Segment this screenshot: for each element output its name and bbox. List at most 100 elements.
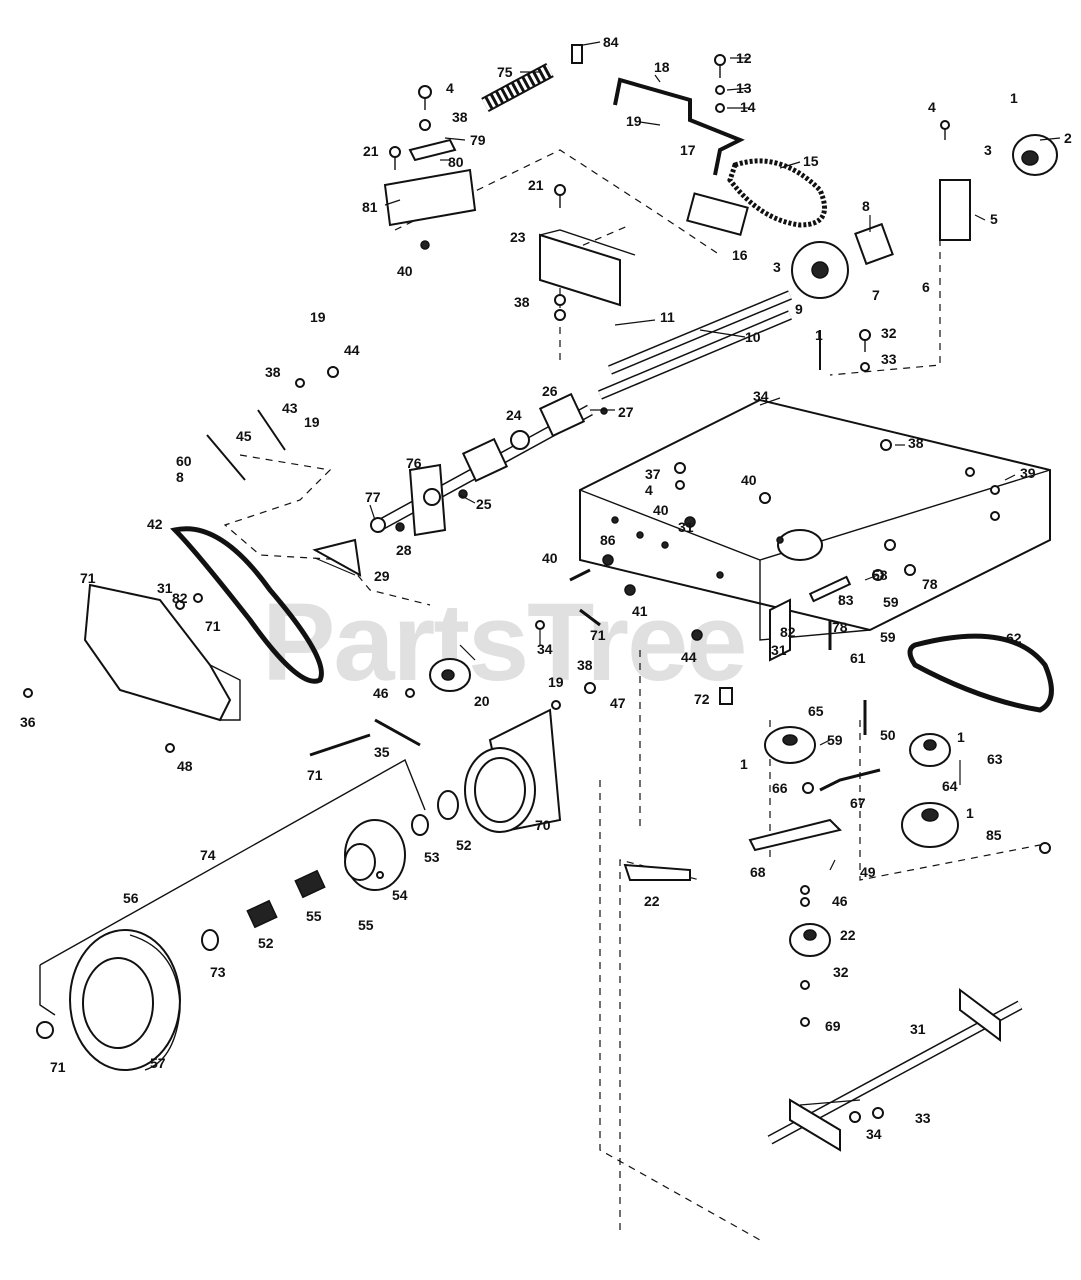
callout-label: 85 <box>986 827 1002 843</box>
callout-label: 79 <box>470 132 486 148</box>
callout-label: 75 <box>497 64 513 80</box>
callout-label: 38 <box>452 109 468 125</box>
callout-label: 71 <box>50 1059 66 1075</box>
callout-label: 64 <box>942 778 958 794</box>
belt-28 <box>170 526 324 684</box>
callout-label: 19 <box>310 309 326 325</box>
callout-label: 29 <box>374 568 390 584</box>
callout-label: 31 <box>771 642 787 658</box>
callout-label: 42 <box>147 516 163 532</box>
callout-label: 31 <box>678 519 694 535</box>
callout-label: 38 <box>265 364 281 380</box>
callout-label: 43 <box>282 400 298 416</box>
middle-shaft <box>312 392 593 577</box>
callout-label: 16 <box>732 247 748 263</box>
callout-label: 7 <box>872 287 880 303</box>
callout-label: 6 <box>922 279 930 295</box>
callout-label: 72 <box>694 691 710 707</box>
callout-label: 66 <box>772 780 788 796</box>
linkage-67 <box>623 768 881 881</box>
callout-label: 1 <box>966 805 974 821</box>
callout-label: 1 <box>1010 90 1018 106</box>
shift-lever <box>613 77 749 236</box>
callout-label: 1 <box>815 327 823 343</box>
callout-label: 52 <box>258 935 274 951</box>
callout-label: 38 <box>908 435 924 451</box>
wheel-hub-53 <box>344 790 459 891</box>
callout-label: 82 <box>780 624 796 640</box>
callout-label: 1 <box>740 756 748 772</box>
callout-label: 78 <box>922 576 938 592</box>
pulley-64 <box>901 802 959 848</box>
callout-label: 19 <box>548 674 564 690</box>
callout-label: 53 <box>424 849 440 865</box>
callout-label: 61 <box>850 650 866 666</box>
callout-label: 20 <box>474 693 490 709</box>
callout-label: 77 <box>365 489 381 505</box>
callout-label: 83 <box>838 592 854 608</box>
callout-label: 2 <box>1064 130 1072 146</box>
callout-label: 71 <box>307 767 323 783</box>
callout-label: 34 <box>537 641 553 657</box>
callout-label: 74 <box>200 847 216 863</box>
callout-label: 22 <box>644 893 660 909</box>
callout-label: 12 <box>736 50 752 66</box>
pulley-62 <box>909 733 951 767</box>
callout-label: 81 <box>362 199 378 215</box>
pulley-65 <box>764 726 816 764</box>
callout-label: 59 <box>880 629 896 645</box>
callout-label: 40 <box>653 502 669 518</box>
callout-label: 19 <box>626 113 642 129</box>
callout-label: 49 <box>860 864 876 880</box>
callout-label: 22 <box>840 927 856 943</box>
callout-label: 80 <box>448 154 464 170</box>
callout-label: 40 <box>741 472 757 488</box>
callout-label: 10 <box>745 329 761 345</box>
guard-23 <box>539 229 636 307</box>
callout-label: 18 <box>654 59 670 75</box>
callout-label: 78 <box>832 619 848 635</box>
leader-lines <box>314 41 1061 1106</box>
callout-label: 31 <box>157 580 173 596</box>
callout-label: 37 <box>645 466 661 482</box>
callout-label: 23 <box>510 229 526 245</box>
callout-label: 71 <box>205 618 221 634</box>
callout-label: 39 <box>1020 465 1036 481</box>
callout-label: 47 <box>610 695 626 711</box>
wheel-housing-50 <box>464 708 562 833</box>
callout-label: 38 <box>514 294 530 310</box>
callout-label: 69 <box>825 1018 841 1034</box>
callout-label: 36 <box>20 714 36 730</box>
main-frame <box>579 398 1051 641</box>
wheel-group-bracket-73 <box>39 758 426 1016</box>
callout-label: 62 <box>1006 630 1022 646</box>
callout-label: 35 <box>374 744 390 760</box>
callout-label: 1 <box>957 729 965 745</box>
callout-label: 31 <box>910 1021 926 1037</box>
callout-label: 33 <box>881 351 897 367</box>
callout-label: 41 <box>632 603 648 619</box>
callout-label: 40 <box>397 263 413 279</box>
callout-label: 50 <box>880 727 896 743</box>
callout-label: 56 <box>123 890 139 906</box>
pulley-46-lower <box>789 923 831 957</box>
pulley-46-upper <box>429 658 471 692</box>
callout-label: 26 <box>542 383 558 399</box>
callout-label: 5 <box>990 211 998 227</box>
callout-label: 68 <box>750 864 766 880</box>
callout-label: 55 <box>358 917 374 933</box>
callout-label: 8 <box>176 469 184 485</box>
callout-label: 86 <box>600 532 616 548</box>
watermark-text: PartsTree <box>262 581 745 704</box>
drive-chain <box>727 158 827 228</box>
bracket-81 <box>383 138 477 227</box>
callout-label: 67 <box>850 795 866 811</box>
callout-label: 14 <box>740 99 756 115</box>
callout-label: 46 <box>832 893 848 909</box>
callout-label: 46 <box>373 685 389 701</box>
axle-69 <box>767 988 1023 1152</box>
callout-label: 82 <box>172 590 188 606</box>
callout-label: 24 <box>506 407 522 423</box>
callout-label: 9 <box>795 301 803 317</box>
callout-label: 32 <box>833 964 849 980</box>
